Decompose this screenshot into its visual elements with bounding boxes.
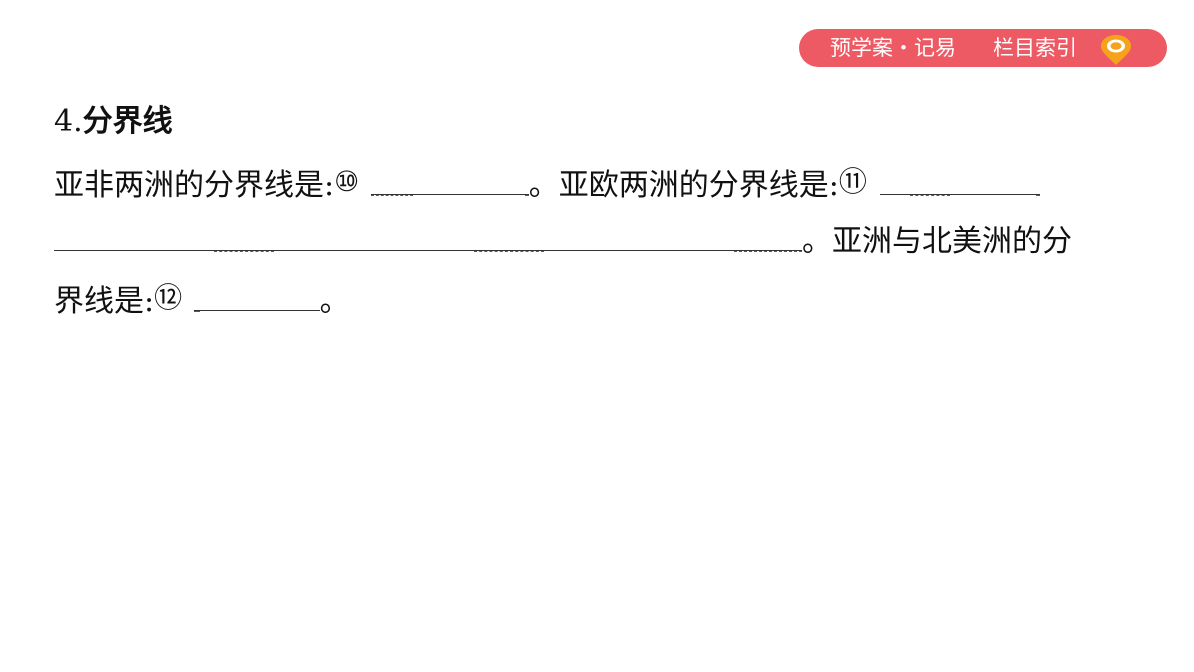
answer-blank-11a[interactable] <box>880 170 1041 196</box>
q12-prefix-cont: 界线是: <box>54 284 155 319</box>
location-pin-icon[interactable] <box>1098 34 1134 66</box>
answer-blank-11b[interactable] <box>54 226 802 252</box>
section-nav-bar: 预学案・记易 栏目索引 <box>799 29 1167 67</box>
q12-prefix: 。亚洲与北美洲的分 <box>802 224 1072 259</box>
q10-marker: ⑩ <box>334 165 360 198</box>
section-index-link[interactable]: 栏目索引 <box>993 36 1077 60</box>
q10-prefix: 亚非两洲的分界线是: <box>54 168 335 203</box>
question-line-3: 界线是:⑫ 。 <box>54 278 350 322</box>
heading-title: 分界线 <box>82 104 173 139</box>
answer-blank-12[interactable] <box>193 286 320 312</box>
heading-number: 4. <box>54 104 83 139</box>
q12-marker: ⑫ <box>154 281 183 314</box>
q11-prefix: 。亚欧两洲的分界线是: <box>528 168 839 203</box>
section-heading: 4.分界线 <box>54 102 173 142</box>
question-line-2: 。亚洲与北美洲的分 <box>54 222 1072 262</box>
answer-blank-10[interactable] <box>370 170 529 196</box>
q11-marker: ⑪ <box>838 165 867 198</box>
section-label-link[interactable]: 预学案・记易 <box>830 36 956 60</box>
question-line-1: 亚非两洲的分界线是:⑩ 。亚欧两洲的分界线是:⑪ <box>54 162 1041 206</box>
end-punct: 。 <box>319 284 350 319</box>
